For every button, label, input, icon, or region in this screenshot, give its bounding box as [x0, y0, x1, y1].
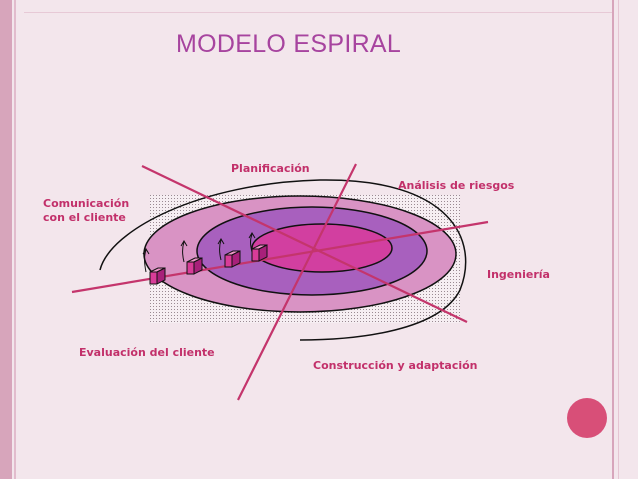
iteration-arrows [142, 232, 256, 273]
cube-4 [251, 244, 268, 262]
label-ingenieria: Ingeniería [487, 268, 550, 281]
frame-top-line [24, 12, 612, 13]
quadrant-axes [71, 163, 489, 401]
iteration-cubes [149, 244, 268, 285]
spiral-outer-arc [99, 179, 467, 341]
frame-right-line [612, 0, 614, 479]
label-planificacion: Planificación [231, 162, 310, 175]
label-construccion-adaptacion: Construcción y adaptación [313, 359, 478, 372]
slide-title: MODELO ESPIRAL [176, 30, 402, 58]
cube-2 [186, 257, 203, 275]
label-analisis-riesgos: Análisis de riesgos [398, 179, 515, 192]
cube-1 [149, 267, 166, 285]
label-comunicacion-line2: con el cliente [43, 211, 126, 224]
frame-left-bar [0, 0, 12, 479]
label-comunicacion-line1: Comunicación [43, 197, 130, 210]
cube-3 [224, 250, 241, 268]
frame-right-line-thin [618, 0, 619, 479]
label-evaluacion-cliente: Evaluación del cliente [79, 346, 215, 359]
decorative-circle [567, 398, 607, 438]
frame-left-line [14, 0, 16, 479]
